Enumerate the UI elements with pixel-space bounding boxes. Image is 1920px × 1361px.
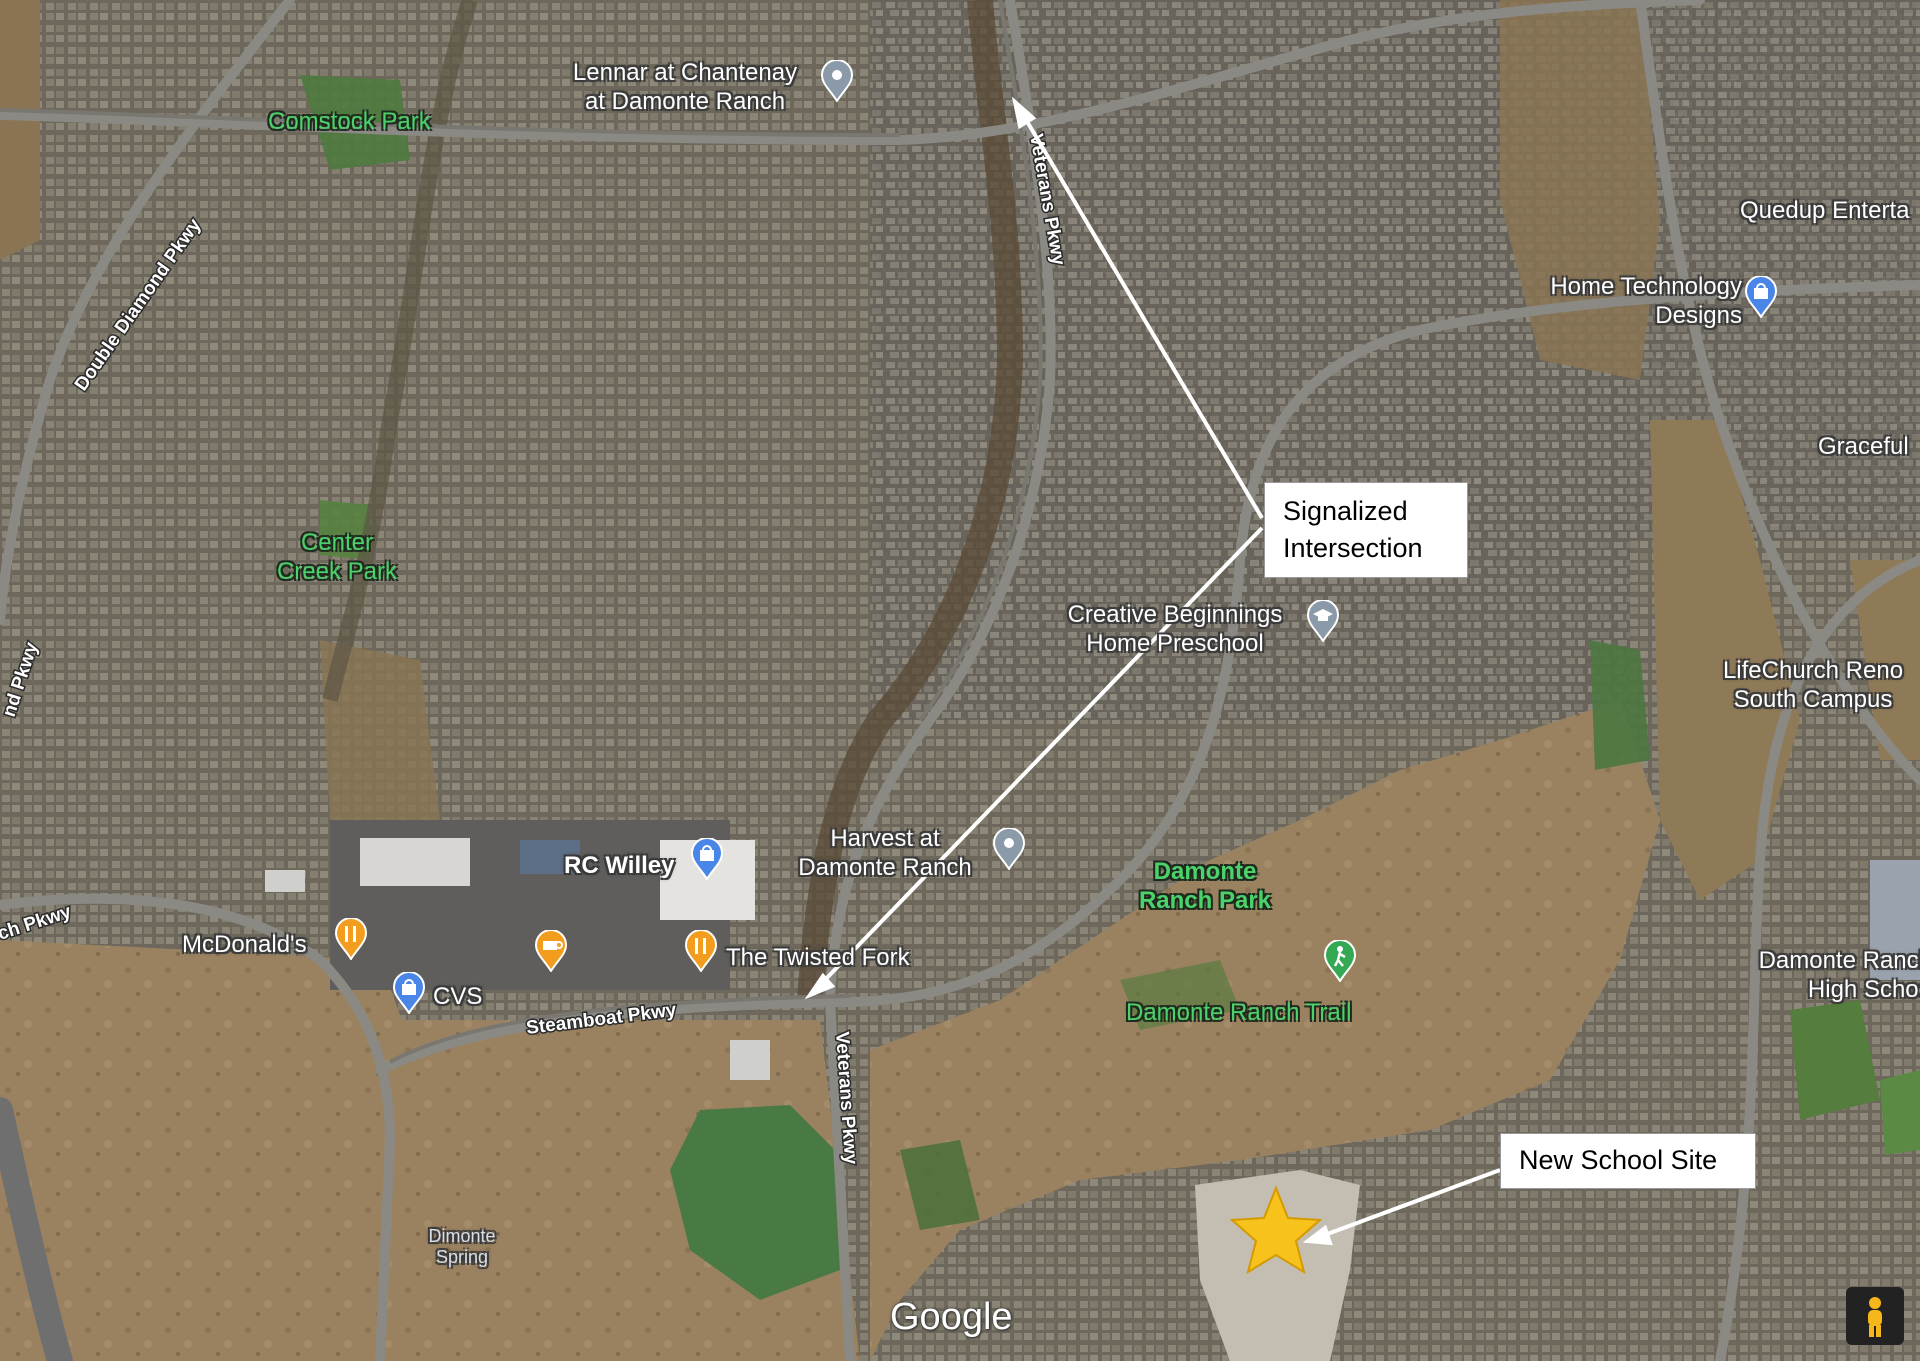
shopping-bag-icon[interactable] [392, 972, 426, 1014]
place-label-cvs[interactable]: CVS [433, 983, 483, 1010]
pegman-control[interactable] [1846, 1287, 1904, 1345]
place-label-quedup[interactable]: Quedup Enterta [1740, 197, 1910, 224]
place-label-dimonte-spring[interactable]: Dimonte Spring [428, 1226, 496, 1267]
callout-signalized-intersection: Signalized Intersection [1264, 482, 1468, 578]
place-label-mcdonalds[interactable]: McDonald's [182, 931, 307, 958]
restaurant-icon[interactable] [334, 918, 368, 960]
place-label-home-tech[interactable]: Home Technology Designs [1550, 273, 1742, 329]
park-label-comstock[interactable]: Comstock Park [268, 108, 431, 135]
location-pin-icon[interactable] [820, 60, 854, 102]
shopping-bag-icon[interactable] [690, 838, 724, 880]
graduation-cap-icon[interactable] [1306, 600, 1340, 642]
place-label-lifechurch[interactable]: LifeChurch Reno South Campus [1722, 657, 1904, 713]
place-label-rc-willey[interactable]: RC Willey [564, 852, 675, 879]
park-label-center-creek[interactable]: Center Creek Park [276, 529, 398, 585]
pegman-icon [1868, 1297, 1882, 1337]
park-label-damonte-park[interactable]: Damonte Ranch Park [1138, 858, 1272, 914]
place-label-graceful[interactable]: Graceful [1818, 433, 1909, 460]
park-label-damonte-trail[interactable]: Damonte Ranch Trail [1126, 999, 1352, 1026]
hiking-icon[interactable] [1323, 940, 1357, 982]
location-pin-icon[interactable] [992, 828, 1026, 870]
callout-new-school-site: New School Site [1500, 1133, 1756, 1189]
place-label-harvest[interactable]: Harvest at Damonte Ranch [798, 825, 972, 881]
restaurant-icon[interactable] [684, 930, 718, 972]
place-label-creative[interactable]: Creative Beginnings Home Preschool [1067, 601, 1283, 657]
shopping-bag-icon[interactable] [1744, 276, 1778, 318]
star-icon [1229, 1185, 1323, 1275]
coffee-cup-icon[interactable] [534, 930, 568, 972]
place-label-lennar[interactable]: Lennar at Chantenay at Damonte Ranch [572, 59, 798, 115]
place-label-twisted-fork[interactable]: The Twisted Fork [726, 944, 910, 971]
place-label-damonte-high[interactable]: Damonte Ranch High Schoo [1758, 947, 1920, 1003]
google-logo: Google [890, 1296, 1013, 1338]
annotation-arrows [804, 96, 1501, 1246]
